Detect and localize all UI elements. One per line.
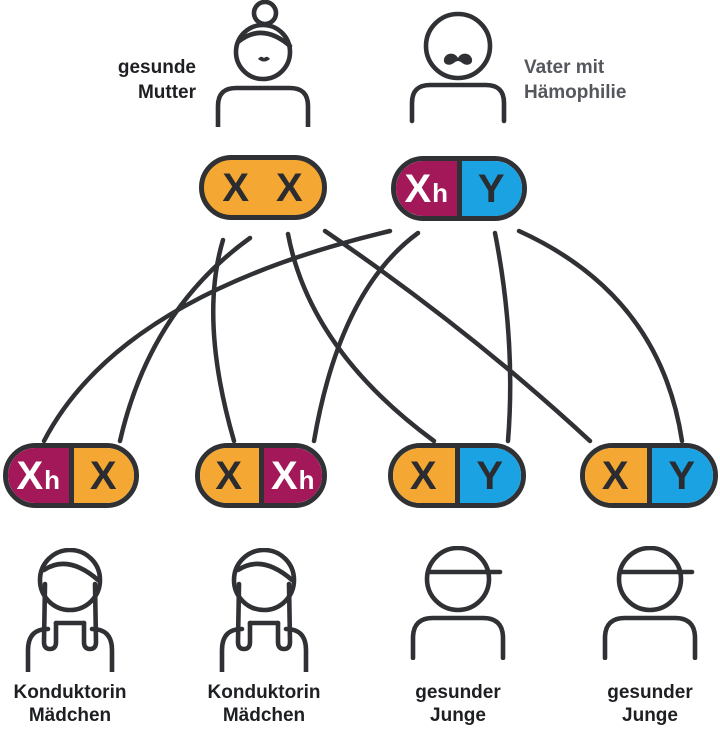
mother-label-line2: Mutter — [137, 82, 196, 103]
child3-genotype-pill: X Y — [388, 443, 526, 508]
mother-label: gesunde Mutter — [56, 55, 196, 105]
line-father-xh-to-child2 — [311, 230, 421, 444]
child4-allele-left: X — [585, 448, 647, 503]
child1-allele-right: X — [68, 448, 134, 503]
mother-allele-right: X — [276, 165, 303, 210]
child2-label: Konduktorin Mädchen — [207, 682, 321, 726]
father-label-line2: Hämophilie — [524, 82, 627, 103]
child4-label: gesunder Junge — [607, 682, 693, 726]
line-father-y-to-child3 — [492, 230, 513, 444]
woman-bun-icon — [215, 0, 311, 127]
line-father-xh-to-child1 — [41, 228, 393, 444]
line-mother-x-to-child1 — [117, 235, 253, 444]
line-mother-x-to-child2 — [210, 237, 237, 444]
line-mother-x-to-child3 — [285, 231, 437, 444]
child4-genotype-pill: X Y — [580, 443, 718, 508]
father-label: Vater mit Hämophilie — [524, 55, 694, 105]
father-allele-y: Y — [456, 161, 522, 216]
father-label-line1: Vater mit — [524, 57, 605, 78]
child3-allele-left: X — [393, 448, 455, 503]
mother-allele-left: X — [222, 165, 249, 210]
girl-long-hair-icon — [219, 548, 309, 672]
child1-label: Konduktorin Mädchen — [13, 682, 127, 726]
child3-allele-right: Y — [454, 448, 521, 503]
line-father-y-to-child4 — [516, 228, 685, 444]
child3-label: gesunder Junge — [415, 682, 501, 726]
boy-cap-icon — [410, 546, 506, 660]
mother-genotype-pill: X X — [199, 155, 327, 220]
mother-label-line1: gesunde — [117, 57, 196, 78]
boy-cap-icon — [602, 546, 698, 660]
man-mustache-icon — [409, 11, 507, 124]
line-mother-x-to-child4 — [322, 228, 593, 444]
girl-long-hair-icon — [25, 548, 115, 672]
child4-allele-right: Y — [646, 448, 713, 503]
child2-allele-left: X — [200, 448, 259, 503]
